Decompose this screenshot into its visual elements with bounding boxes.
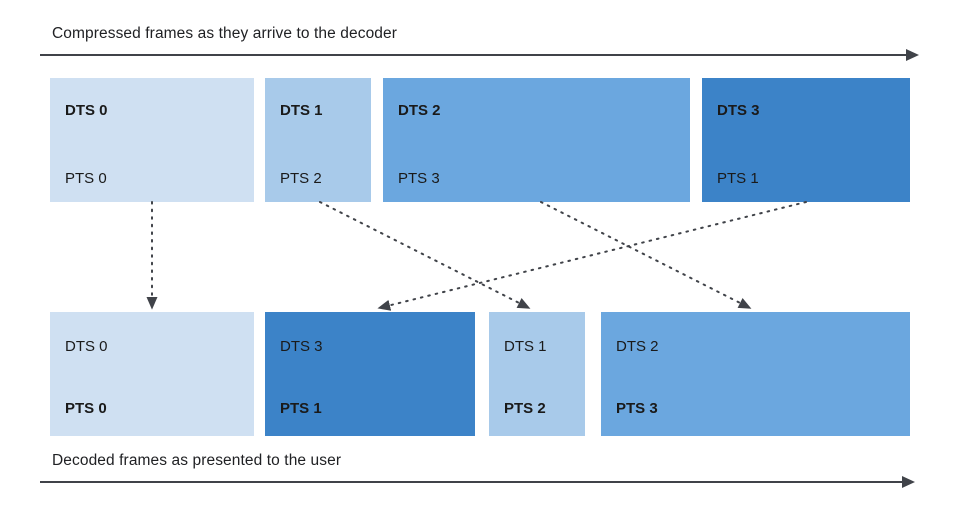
frame-dts-label: DTS 2 <box>398 102 441 119</box>
frame-pts-label: PTS 1 <box>717 170 759 187</box>
bottom-axis-arrowhead-icon <box>902 476 915 488</box>
frame-box[interactable]: DTS 3 PTS 1 <box>265 312 475 436</box>
connector-dts2-to-pts3 <box>540 201 752 309</box>
top-axis-arrowhead-icon <box>906 49 919 61</box>
frame-box[interactable]: DTS 2 PTS 3 <box>383 78 690 202</box>
bottom-caption: Decoded frames as presented to the user <box>52 452 342 469</box>
frame-pts-label: PTS 2 <box>504 400 546 417</box>
bottom-axis-line <box>40 481 903 483</box>
frame-box[interactable]: DTS 1 PTS 2 <box>265 78 371 202</box>
frame-dts-label: DTS 1 <box>504 338 547 355</box>
top-axis-line <box>40 54 907 56</box>
frame-box[interactable]: DTS 0 PTS 0 <box>50 78 254 202</box>
frame-dts-label: DTS 1 <box>280 102 323 119</box>
frame-pts-label: PTS 3 <box>616 400 658 417</box>
frame-box[interactable]: DTS 2 PTS 3 <box>601 312 910 436</box>
top-caption: Compressed frames as they arrive to the … <box>52 25 397 42</box>
frame-box[interactable]: DTS 0 PTS 0 <box>50 312 254 436</box>
frame-pts-label: PTS 0 <box>65 400 107 417</box>
connector-dts1-to-pts2 <box>319 201 531 309</box>
frame-pts-label: PTS 0 <box>65 170 107 187</box>
frame-dts-label: DTS 3 <box>280 338 323 355</box>
frame-pts-label: PTS 3 <box>398 170 440 187</box>
frame-dts-label: DTS 0 <box>65 102 108 119</box>
connector-dts3-to-pts1 <box>377 201 807 311</box>
frame-box[interactable]: DTS 1 PTS 2 <box>489 312 585 436</box>
frame-dts-label: DTS 0 <box>65 338 108 355</box>
frame-dts-label: DTS 2 <box>616 338 659 355</box>
frame-pts-label: PTS 2 <box>280 170 322 187</box>
frame-dts-label: DTS 3 <box>717 102 760 119</box>
frame-box[interactable]: DTS 3 PTS 1 <box>702 78 910 202</box>
frame-pts-label: PTS 1 <box>280 400 322 417</box>
